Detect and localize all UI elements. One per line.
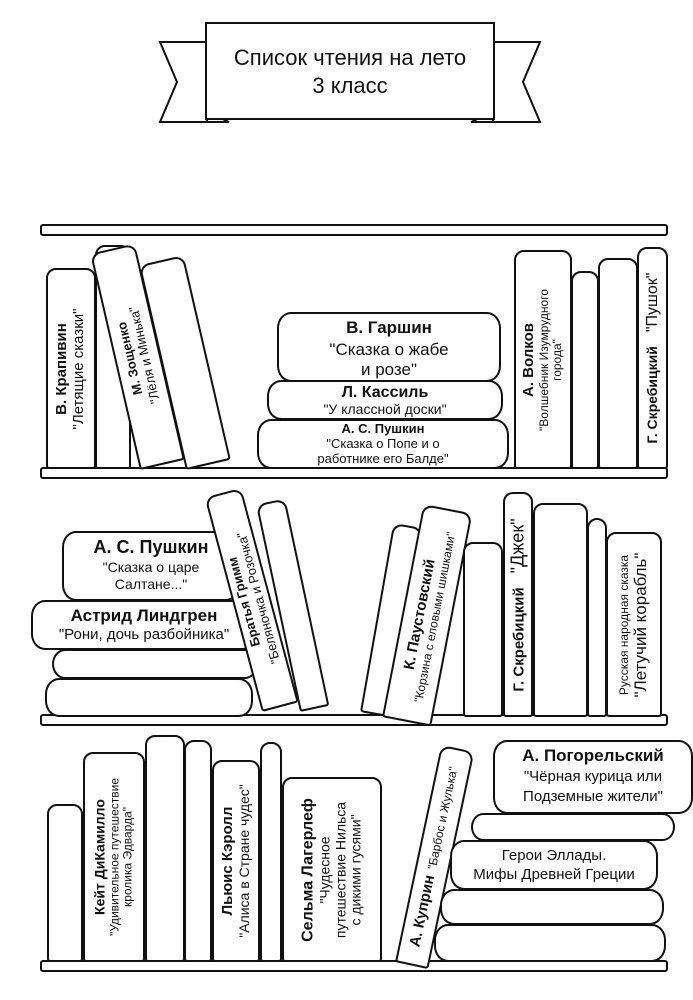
book-blank[interactable] [440, 889, 664, 925]
book-author: Г. Скребицкий [643, 346, 660, 444]
book-garshin[interactable]: В. Гаршин "Сказка о жабе и розе" [277, 312, 501, 382]
book-title-line: и розе" [360, 360, 418, 379]
book-dicamillo[interactable]: Кейт ДиКамилло "Удивительное путешествие… [83, 752, 145, 962]
book-title-line: "Сказка о царе [102, 559, 200, 575]
banner-subtitle: 3 класс [312, 73, 388, 98]
book-author: А. Погорельский [522, 746, 664, 765]
book-author: Русская народная сказка [616, 554, 631, 695]
book-skrebitsky-pushok[interactable]: Г. Скребицкий "Пушок" [637, 247, 668, 469]
book-lindgren[interactable]: Астрид Линдгрен "Рони, дочь разбойника" [31, 600, 257, 650]
book-blank[interactable] [184, 740, 212, 962]
book-author: Л. Кассиль [341, 384, 429, 401]
book-title: "Джек" [507, 517, 528, 573]
book-pushkin-pope[interactable]: А. С. Пушкин "Сказка о Попе и о работник… [257, 419, 509, 469]
book-krapivin[interactable]: В. Крапивин "Летящие сказки" [46, 268, 96, 469]
ribbon-tails-icon [158, 41, 542, 123]
banner-box: Список чтения на лето 3 класс [205, 22, 495, 120]
book-title: "Летящие сказки" [70, 308, 87, 429]
book-title-line: "Чудесное [316, 835, 333, 904]
book-author: А. С. Пушкин [93, 537, 209, 557]
book-title-line: Мифы Древней Греции [473, 866, 635, 883]
book-title: "Алиса в Стране чудес" [235, 784, 252, 938]
book-flying-ship[interactable]: Русская народная сказка "Летучий корабль… [606, 532, 662, 717]
book-blank[interactable] [45, 678, 253, 717]
book-volkov[interactable]: А. Волков "Волшебник Изумрудного города" [514, 250, 572, 469]
book-author: Г. Скребицкий [510, 586, 528, 692]
book-author: В. Крапивин [53, 322, 71, 415]
book-author: Астрид Линдгрен [70, 606, 218, 625]
book-author: Сельма Лагерлеф [299, 797, 317, 942]
book-lagerlof[interactable]: Сельма Лагерлеф "Чудесное путешествие Ни… [282, 777, 382, 962]
book-title: "Летучий корабль" [631, 552, 651, 697]
book-blank[interactable] [463, 542, 503, 717]
book-title-line: Герои Эллады. [501, 847, 607, 864]
book-blank[interactable] [52, 649, 258, 679]
book-title-line: путешествие Нильса [332, 801, 349, 938]
book-myths[interactable]: Герои Эллады. Мифы Древней Греции [450, 840, 658, 890]
shelf-top [40, 224, 668, 236]
book-kassil[interactable]: Л. Кассиль "У классной доски" [267, 380, 503, 420]
book-pogorelsky[interactable]: А. Погорельский "Чёрная курица или Подзе… [493, 740, 693, 814]
book-blank[interactable] [260, 742, 282, 962]
book-title-line: "Сказка о жабе [329, 340, 449, 359]
book-blank[interactable] [47, 804, 83, 962]
book-title: "Рони, дочь разбойника" [58, 626, 230, 643]
book-author: Льюис Кэролл [218, 806, 236, 916]
book-title-line: с дикими гусями" [347, 813, 364, 926]
book-title: "У классной доски" [323, 401, 447, 417]
banner-title: Список чтения на лето [233, 45, 467, 70]
book-blank[interactable] [587, 518, 607, 717]
book-title: "Пушок" [643, 272, 661, 333]
book-carroll[interactable]: Льюис Кэролл "Алиса в Стране чудес" [212, 760, 260, 962]
book-title-line: кролика Эдварда" [120, 806, 135, 908]
book-title-line: "Сказка о Попе и о [326, 436, 440, 451]
book-blank[interactable] [533, 503, 588, 717]
book-blank[interactable] [434, 924, 666, 962]
book-title-line: города" [550, 338, 565, 381]
book-skrebitsky-jack[interactable]: Г. Скребицкий "Джек" [503, 492, 533, 717]
book-blank[interactable] [598, 258, 638, 469]
book-author: Кейт ДиКамилло [91, 799, 108, 915]
shelf-2 [40, 714, 668, 726]
book-title-line: Подземные жители" [523, 788, 663, 805]
book-title-line: "Чёрная курица или [523, 768, 663, 785]
book-title-line: Салтане..." [114, 576, 188, 592]
book-title-line: работнике его Балде" [317, 451, 449, 466]
book-author: А. Волков [520, 322, 538, 397]
book-blank[interactable] [471, 813, 675, 841]
book-blank[interactable] [571, 271, 599, 469]
book-author: В. Гаршин [346, 318, 432, 337]
book-title-line: "Волшебник Изумрудного [536, 288, 551, 431]
book-pushkin-saltan[interactable]: А. С. Пушкин "Сказка о царе Салтане..." [62, 531, 240, 601]
book-blank[interactable] [145, 735, 185, 962]
book-title-line: "Удивительное путешествие [107, 777, 122, 937]
book-author: А. С. Пушкин [341, 421, 425, 436]
